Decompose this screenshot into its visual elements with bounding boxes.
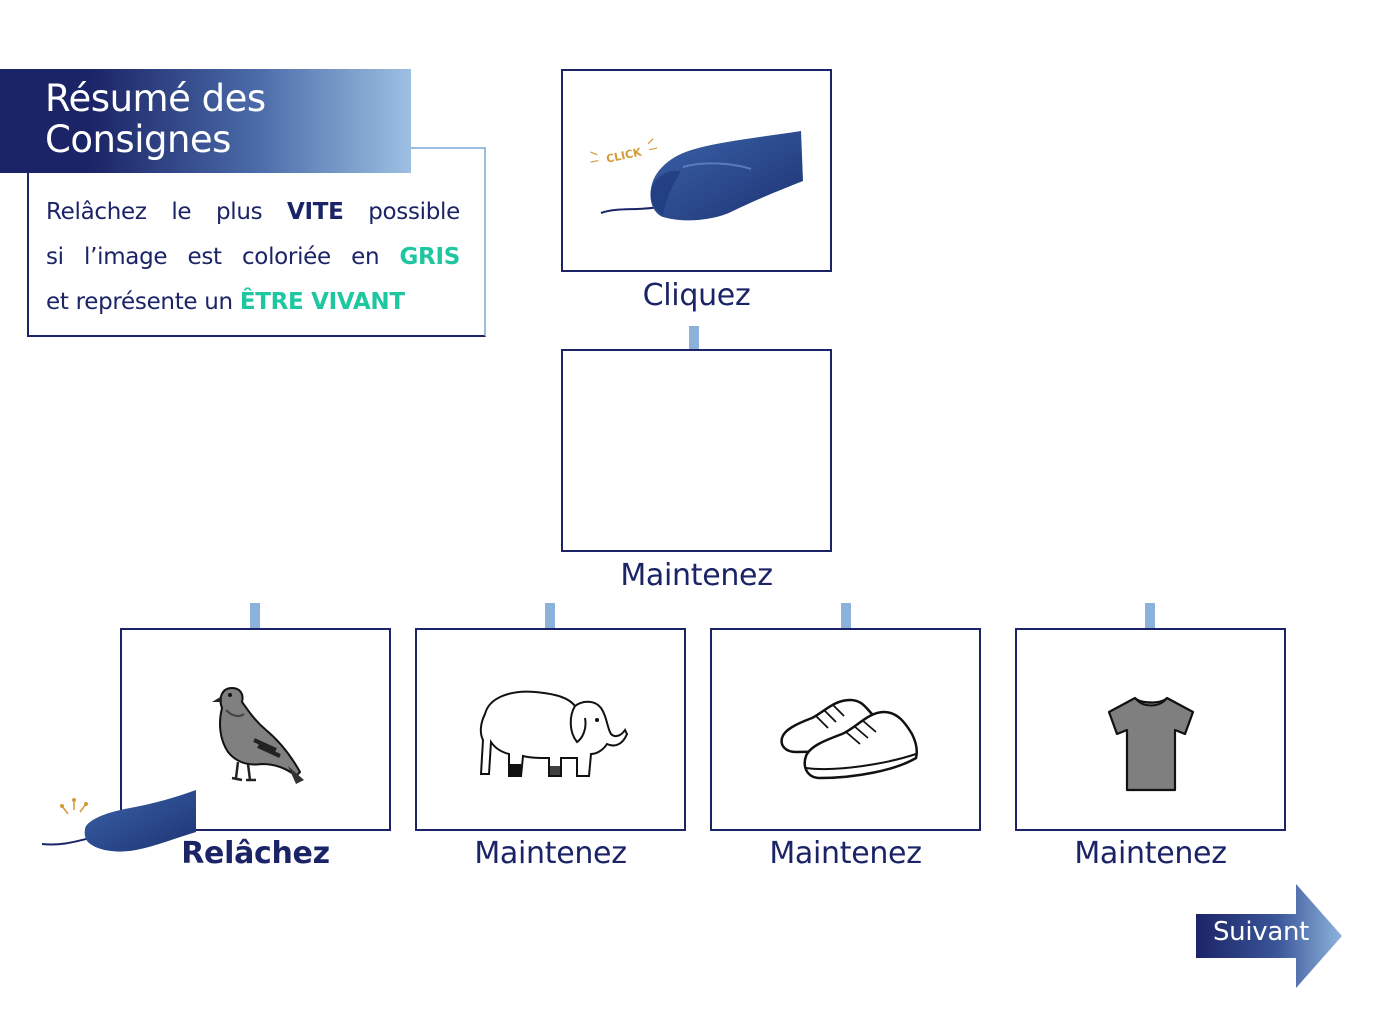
- title-line-1: Résumé des: [45, 77, 266, 120]
- next-button-label[interactable]: Suivant: [1212, 917, 1310, 947]
- hand-releasing-mouse-icon: [41, 790, 196, 852]
- hold-label: Maintenez: [620, 558, 773, 593]
- text-word: est: [187, 244, 222, 270]
- click-sound-text: CLICK: [605, 145, 643, 165]
- outcome-frame-sneakers: [710, 628, 981, 831]
- outcome-label-hold: Maintenez: [769, 836, 922, 871]
- outcome-frame-elephant: [415, 628, 686, 831]
- click-label: Cliquez: [642, 278, 751, 313]
- instructions-line-1: Relâchez le plus VITE possible: [46, 190, 460, 235]
- next-button[interactable]: [1196, 884, 1342, 988]
- text-word: plus: [215, 199, 263, 225]
- pigeon-icon: [212, 686, 304, 784]
- instructions-line-2: si l’image est coloriée en GRIS: [46, 235, 460, 280]
- outcome-frame-pigeon: [120, 628, 391, 831]
- hold-frame: [561, 349, 832, 552]
- text-word: si: [46, 244, 64, 270]
- keyword-etre-vivant: ÊTRE VIVANT: [239, 289, 405, 315]
- tshirt-icon: [1107, 696, 1195, 792]
- text-word: le: [171, 199, 192, 225]
- sneakers-icon: [780, 698, 919, 780]
- instructions-line-3: et représente un ÊTRE VIVANT: [46, 280, 460, 325]
- keyword-gris: GRIS: [399, 244, 460, 270]
- keyword-vite: VITE: [286, 199, 344, 225]
- text-word: en: [351, 244, 380, 270]
- outcome-label-hold: Maintenez: [1074, 836, 1227, 871]
- text-word: Relâchez: [46, 199, 147, 225]
- hand-clicking-mouse-icon: CLICK: [590, 131, 803, 221]
- text-word: et représente un: [46, 289, 233, 315]
- title-line-2: Consignes: [45, 118, 231, 161]
- text-word: possible: [368, 199, 460, 225]
- instructions-box: [27, 147, 486, 337]
- instructions-header: [0, 69, 411, 173]
- elephant-icon: [479, 690, 629, 777]
- text-word: l’image: [84, 244, 168, 270]
- click-frame: CLICK: [561, 69, 832, 272]
- outcome-label-release: Relâchez: [181, 836, 330, 871]
- instructions-text: Relâchez le plus VITE possible si l’imag…: [46, 190, 460, 325]
- outcome-label-hold: Maintenez: [474, 836, 627, 871]
- text-word: coloriée: [241, 244, 331, 270]
- outcome-frame-tshirt: [1015, 628, 1286, 831]
- instructions-title: Résumé des Consignes: [45, 78, 405, 160]
